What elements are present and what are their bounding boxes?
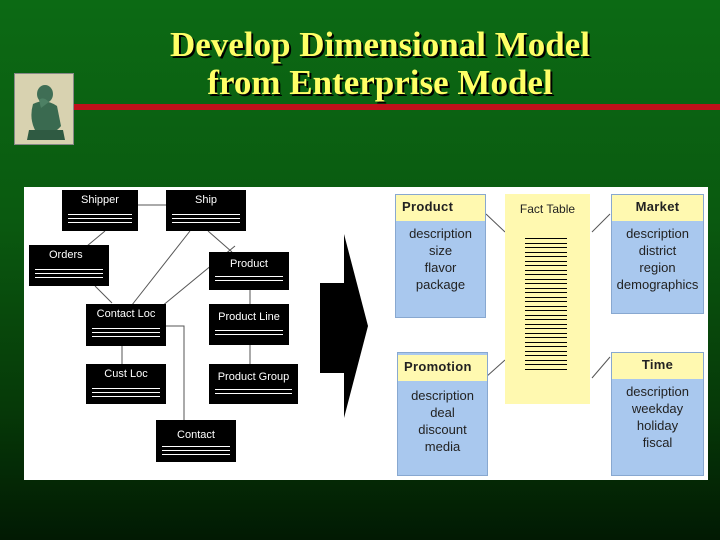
- fact-table-row-line: [525, 238, 567, 239]
- thinker-icon: [15, 74, 73, 144]
- attribute: description: [409, 226, 472, 241]
- entity-orders: Orders: [29, 245, 109, 286]
- attribute: media: [424, 439, 461, 454]
- attribute: description: [626, 226, 689, 241]
- connector-time-fact: [591, 356, 611, 379]
- fact-table-row-line: [525, 323, 567, 325]
- attribute: region: [639, 260, 676, 275]
- connector-ship-product: [207, 230, 233, 253]
- entity-product-label: Product: [230, 258, 268, 270]
- dimension-time-name: Time: [612, 353, 703, 379]
- fact-table-row-line: [525, 364, 567, 365]
- attribute: fiscal: [642, 435, 673, 450]
- entity-contact: Contact: [156, 420, 236, 462]
- fact-table-row-line: [525, 265, 567, 266]
- entity-orders-label: Orders: [49, 249, 83, 261]
- fact-table-row-line: [525, 292, 567, 293]
- entity-product-line-label: Product Line: [218, 311, 280, 323]
- thinker-statue-image: [14, 73, 74, 145]
- dimension-market-attributes: description district region demographics: [612, 225, 703, 293]
- fact-table-row-line: [525, 251, 567, 253]
- fact-table-row-line: [525, 346, 567, 347]
- dimension-promotion-name: Promotion: [398, 355, 487, 381]
- connector-product-fact: [485, 213, 506, 233]
- attribute: size: [428, 243, 453, 258]
- fact-table-row-line: [525, 341, 567, 343]
- dimension-promotion: Promotion description deal discount medi…: [397, 352, 488, 476]
- entity-ship: Ship: [166, 190, 246, 231]
- entity-shipper-label: Shipper: [81, 194, 119, 206]
- fact-table-row-line: [525, 283, 567, 284]
- fact-table-label: Fact Table: [519, 202, 576, 216]
- dimension-market-name: Market: [612, 195, 703, 221]
- fact-table-row-line: [525, 256, 567, 257]
- connector-shipper-orders: [86, 230, 106, 247]
- entity-product-line: Product Line: [209, 304, 289, 345]
- attribute: holiday: [636, 418, 679, 433]
- fact-table-row-line: [525, 314, 567, 316]
- dimension-promotion-attributes: description deal discount media: [398, 387, 487, 455]
- dimension-product-attributes: description size flavor package: [396, 225, 485, 293]
- title-line-1: Develop Dimensional Model: [170, 25, 590, 64]
- dimension-product-name: Product: [396, 195, 485, 221]
- entity-contact-label: Contact: [177, 429, 215, 441]
- fact-table-row-line: [525, 242, 567, 244]
- attribute: weekday: [631, 401, 684, 416]
- attribute: demographics: [616, 277, 699, 292]
- fact-table-row-line: [525, 359, 567, 361]
- attribute: description: [626, 384, 689, 399]
- attribute: description: [411, 388, 474, 403]
- fact-table-row-line: [525, 355, 567, 356]
- connector-orders-contactloc: [94, 285, 113, 304]
- entity-product-group: Product Group: [209, 364, 298, 404]
- fact-table-row-line: [525, 305, 567, 307]
- fact-table-row-line: [525, 260, 567, 262]
- attribute: deal: [430, 405, 455, 420]
- entity-contact-loc: Contact Loc: [86, 304, 166, 346]
- title-line-2: from Enterprise Model: [207, 63, 553, 102]
- fact-table-row-line: [525, 296, 567, 298]
- connector-ship-contactloc: [127, 230, 191, 311]
- dimension-time: Time description weekday holiday fiscal: [611, 352, 704, 476]
- entity-shipper: Shipper: [62, 190, 138, 231]
- fact-table: Fact Table: [505, 194, 590, 404]
- dimension-market: Market description district region demog…: [611, 194, 704, 314]
- fact-table-row-line: [525, 269, 567, 271]
- fact-table-row-line: [525, 350, 567, 352]
- fact-table-row-line: [525, 337, 567, 338]
- entity-contact-loc-label: Contact Loc: [96, 308, 156, 320]
- fact-table-row-line: [525, 287, 567, 289]
- fact-table-row-line: [525, 328, 567, 329]
- slide-title: Develop Dimensional Model from Enterpris…: [80, 26, 680, 102]
- dimension-time-attributes: description weekday holiday fiscal: [612, 383, 703, 451]
- entity-cust-loc: Cust Loc: [86, 364, 166, 404]
- arrow-head: [344, 234, 368, 418]
- connector-contactloc-contact: [166, 325, 185, 420]
- attribute: flavor: [424, 260, 457, 275]
- attribute: district: [638, 243, 677, 258]
- attribute: package: [415, 277, 466, 292]
- title-underline: [74, 104, 720, 110]
- fact-table-row-line: [525, 310, 567, 311]
- fact-table-row-line: [525, 368, 567, 370]
- fact-table-row-line: [525, 278, 567, 280]
- dimension-product: Product description size flavor package: [395, 194, 486, 318]
- fact-table-row-line: [525, 301, 567, 302]
- fact-table-row-line: [525, 274, 567, 275]
- entity-cust-loc-label: Cust Loc: [104, 368, 148, 380]
- entity-ship-label: Ship: [194, 194, 218, 206]
- fact-table-row-line: [525, 247, 567, 248]
- fact-table-row-line: [525, 319, 567, 320]
- entity-product-group-label: Product Group: [217, 371, 290, 383]
- arrow-shaft: [320, 283, 346, 373]
- connector-promotion-fact: [485, 359, 506, 378]
- connector-market-fact: [591, 213, 611, 233]
- fact-table-row-line: [525, 332, 567, 334]
- entity-product: Product: [209, 252, 289, 290]
- attribute: discount: [418, 422, 467, 437]
